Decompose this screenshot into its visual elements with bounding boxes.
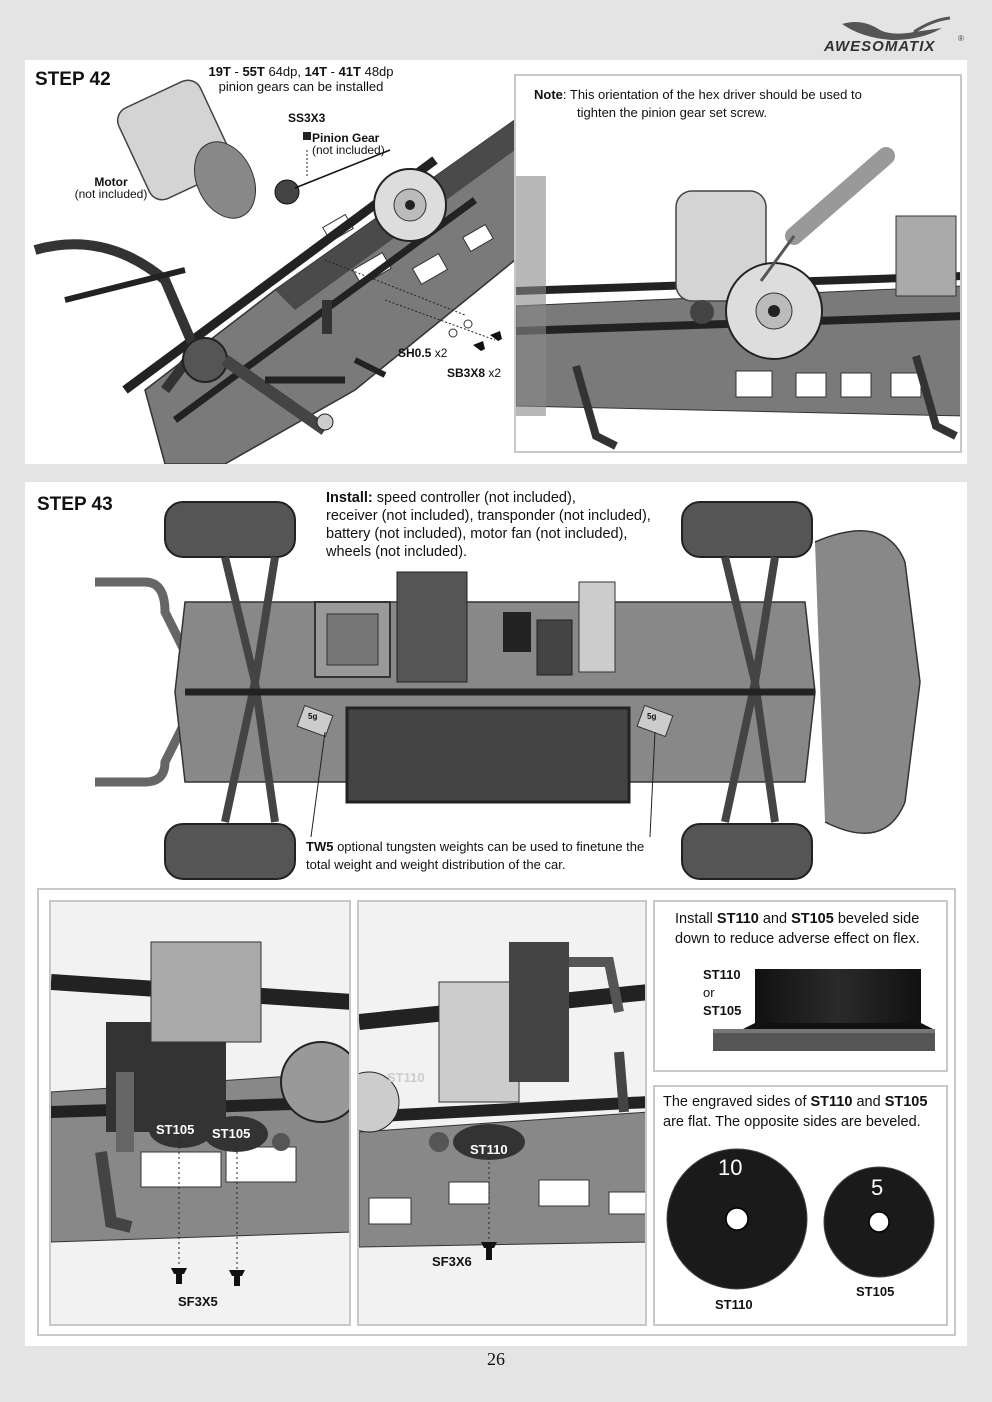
hex-driver-note-box: Note: This orientation of the hex driver… [514,74,962,453]
st105-detail-illustration [51,941,349,1286]
brand-logo: AWESOMATIX ® [822,14,968,58]
install-note: Install: speed controller (not included)… [326,490,651,560]
tw5-note: TW5 optional tungsten weights can be use… [306,839,645,872]
sh0-5-label: SH0.5 x2 [398,346,448,360]
st110-ghost-label: ST110 [387,1070,425,1085]
bevel-orientation-box: Install ST110 and ST105 beveled side dow… [653,900,948,1072]
st105-label-1: ST105 [156,1122,195,1137]
page-number: 26 [487,1349,505,1369]
engraved-sides-note: The engraved sides of ST110 and ST105 ar… [663,1094,928,1130]
engraved-sides-box: The engraved sides of ST110 and ST105 ar… [653,1085,948,1326]
st110-engraved-number: 10 [718,1155,743,1180]
detail-frame [37,888,956,1336]
pinion-gears-note: 19T - 55T 64dp, 14T - 41T 48dp pinion ge… [201,64,401,94]
ss3x3-label: SS3X3 [288,111,326,125]
bird-logo-icon [842,16,951,40]
weight-decal-left: 5g [308,712,318,721]
st105-install-detail: ST105 ST105 SF3X5 [49,900,351,1326]
st105-engraved-number: 5 [871,1175,884,1200]
weight-decal-right: 5g [647,712,657,721]
bevel-cross-section [713,969,935,1051]
bevel-labels: ST110 or ST105 [703,967,742,1018]
pinion-gear-label: Pinion Gear (not included) [312,131,385,157]
pinion-gears-line-1: 19T - 55T 64dp, 14T - 41T 48dp [208,64,394,79]
bevel-install-note: Install ST110 and ST105 beveled side dow… [675,911,920,947]
st110-label: ST110 [470,1142,508,1157]
sb3x8-label: SB3X8 x2 [447,366,502,380]
st110-install-detail: ST110 ST110 SF3X6 [357,900,647,1326]
sf3x6-label: SF3X6 [432,1254,472,1269]
st110-detail-illustration [359,942,645,1260]
step-42-panel: STEP 42 [25,60,967,464]
st105-disc-label: ST105 [856,1284,895,1299]
step-42-chassis-illustration [33,79,515,464]
step-43-title: STEP 43 [37,494,113,515]
pinion-gears-line-2: pinion gears can be installed [218,79,384,94]
st105-weight-disc [823,1166,935,1278]
step-42-title: STEP 42 [35,69,111,90]
hex-driver-note: Note: This orientation of the hex driver… [534,87,862,120]
logo-wordmark: AWESOMATIX [824,38,936,55]
hex-driver-illustration [516,147,960,450]
st105-label-2: ST105 [212,1126,251,1141]
step-43-car-top-view [95,501,921,880]
registered-mark: ® [958,34,964,43]
step-43-panel: STEP 43 Install: speed controller (not i… [25,482,967,1346]
sf3x5-label: SF3X5 [178,1294,218,1309]
motor-label: Motor (not included) [74,175,148,201]
st110-weight-disc [666,1148,808,1290]
st110-disc-label: ST110 [715,1297,753,1312]
